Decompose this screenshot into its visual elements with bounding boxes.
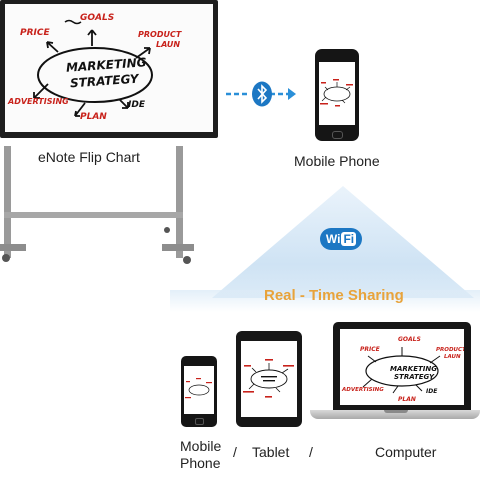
wifi-fi: Fi — [341, 232, 357, 246]
wifi-wi: Wi — [325, 232, 341, 246]
tablet-screen — [241, 341, 297, 417]
laptop-screen: MARKETING STRATEGY PRICE GOALS PRODUCT L… — [340, 329, 467, 405]
device-label-computer: Computer — [375, 444, 437, 460]
laptop-device: MARKETING STRATEGY PRICE GOALS PRODUCT L… — [333, 322, 471, 410]
bluetooth-link-arrow — [226, 88, 296, 100]
tablet-device — [236, 331, 302, 427]
mobile-phone-top — [315, 49, 359, 141]
svg-text:PLAN: PLAN — [398, 396, 416, 403]
wifi-beam-fade — [170, 290, 480, 312]
svg-text:GOALS: GOALS — [398, 336, 421, 343]
svg-text:LAUN: LAUN — [444, 354, 461, 360]
mobile-phone-bottom — [181, 356, 217, 427]
svg-text:ADVERTISING: ADVERTISING — [341, 387, 384, 393]
board-note-product: PRODUCT — [138, 30, 182, 39]
device-label-tablet: Tablet — [252, 444, 290, 460]
svg-text:IDE: IDE — [426, 388, 438, 395]
svg-text:MARKETING: MARKETING — [390, 365, 437, 373]
device-label-phone-line1: Mobile — [180, 438, 222, 454]
mobile-phone-top-label: Mobile Phone — [294, 153, 380, 169]
laptop-base-notch — [384, 410, 408, 413]
device-separator-1: / — [233, 444, 237, 460]
phone-bottom-screen — [184, 366, 214, 414]
device-label-phone-line2: Phone — [180, 455, 221, 471]
phone-top-screen — [319, 62, 355, 125]
device-separator-2: / — [309, 444, 313, 460]
board-note-ide: IDE — [128, 100, 145, 110]
svg-text:PRICE: PRICE — [360, 346, 381, 353]
board-note-price: PRICE — [20, 28, 50, 38]
board-note-launch: LAUN — [156, 40, 181, 49]
board-note-goals: GOALS — [80, 13, 115, 23]
board-note-plan: PLAN — [80, 112, 107, 122]
whiteboard-stand — [0, 0, 218, 264]
board-note-advertising: ADVERTISING — [8, 97, 69, 106]
sharing-title: Real - Time Sharing — [264, 287, 404, 304]
laptop-base — [310, 410, 480, 419]
svg-text:STRATEGY: STRATEGY — [394, 373, 435, 381]
svg-text:PRODUCT: PRODUCT — [436, 347, 464, 353]
flip-chart-label: eNote Flip Chart — [38, 149, 140, 165]
bluetooth-icon — [252, 81, 272, 107]
